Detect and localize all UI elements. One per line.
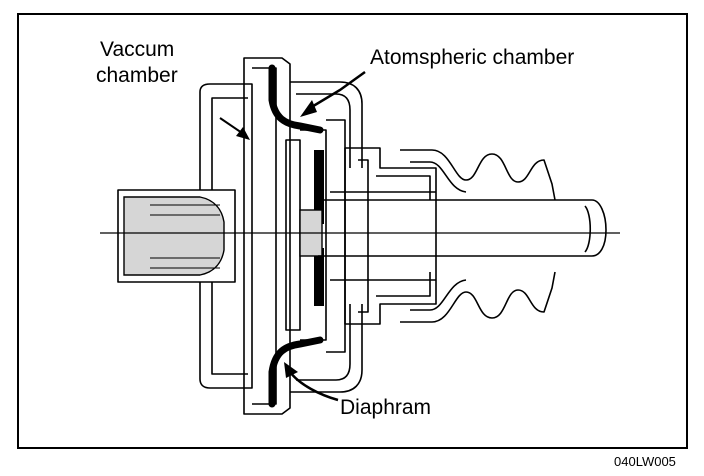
- diaphragm: [268, 64, 324, 408]
- rear-shell: [290, 81, 363, 393]
- vacuum-chamber-label-line1: Vaccum: [100, 38, 174, 61]
- shell-flange: [243, 57, 291, 415]
- rubber-boot: [400, 149, 556, 323]
- atmospheric-chamber-label: Atomspheric chamber: [370, 46, 574, 69]
- figure-code: 040LW005: [614, 454, 676, 469]
- figure-frame: [17, 13, 688, 449]
- front-shell: [199, 83, 253, 389]
- push-rod: [318, 199, 607, 257]
- valve-body: [330, 147, 437, 325]
- diaphragm-label: Diaphram: [340, 396, 431, 419]
- vacuum-chamber-label-line2: chamber: [96, 64, 178, 87]
- arrow-icon: [219, 70, 366, 402]
- front-boss: [117, 189, 236, 283]
